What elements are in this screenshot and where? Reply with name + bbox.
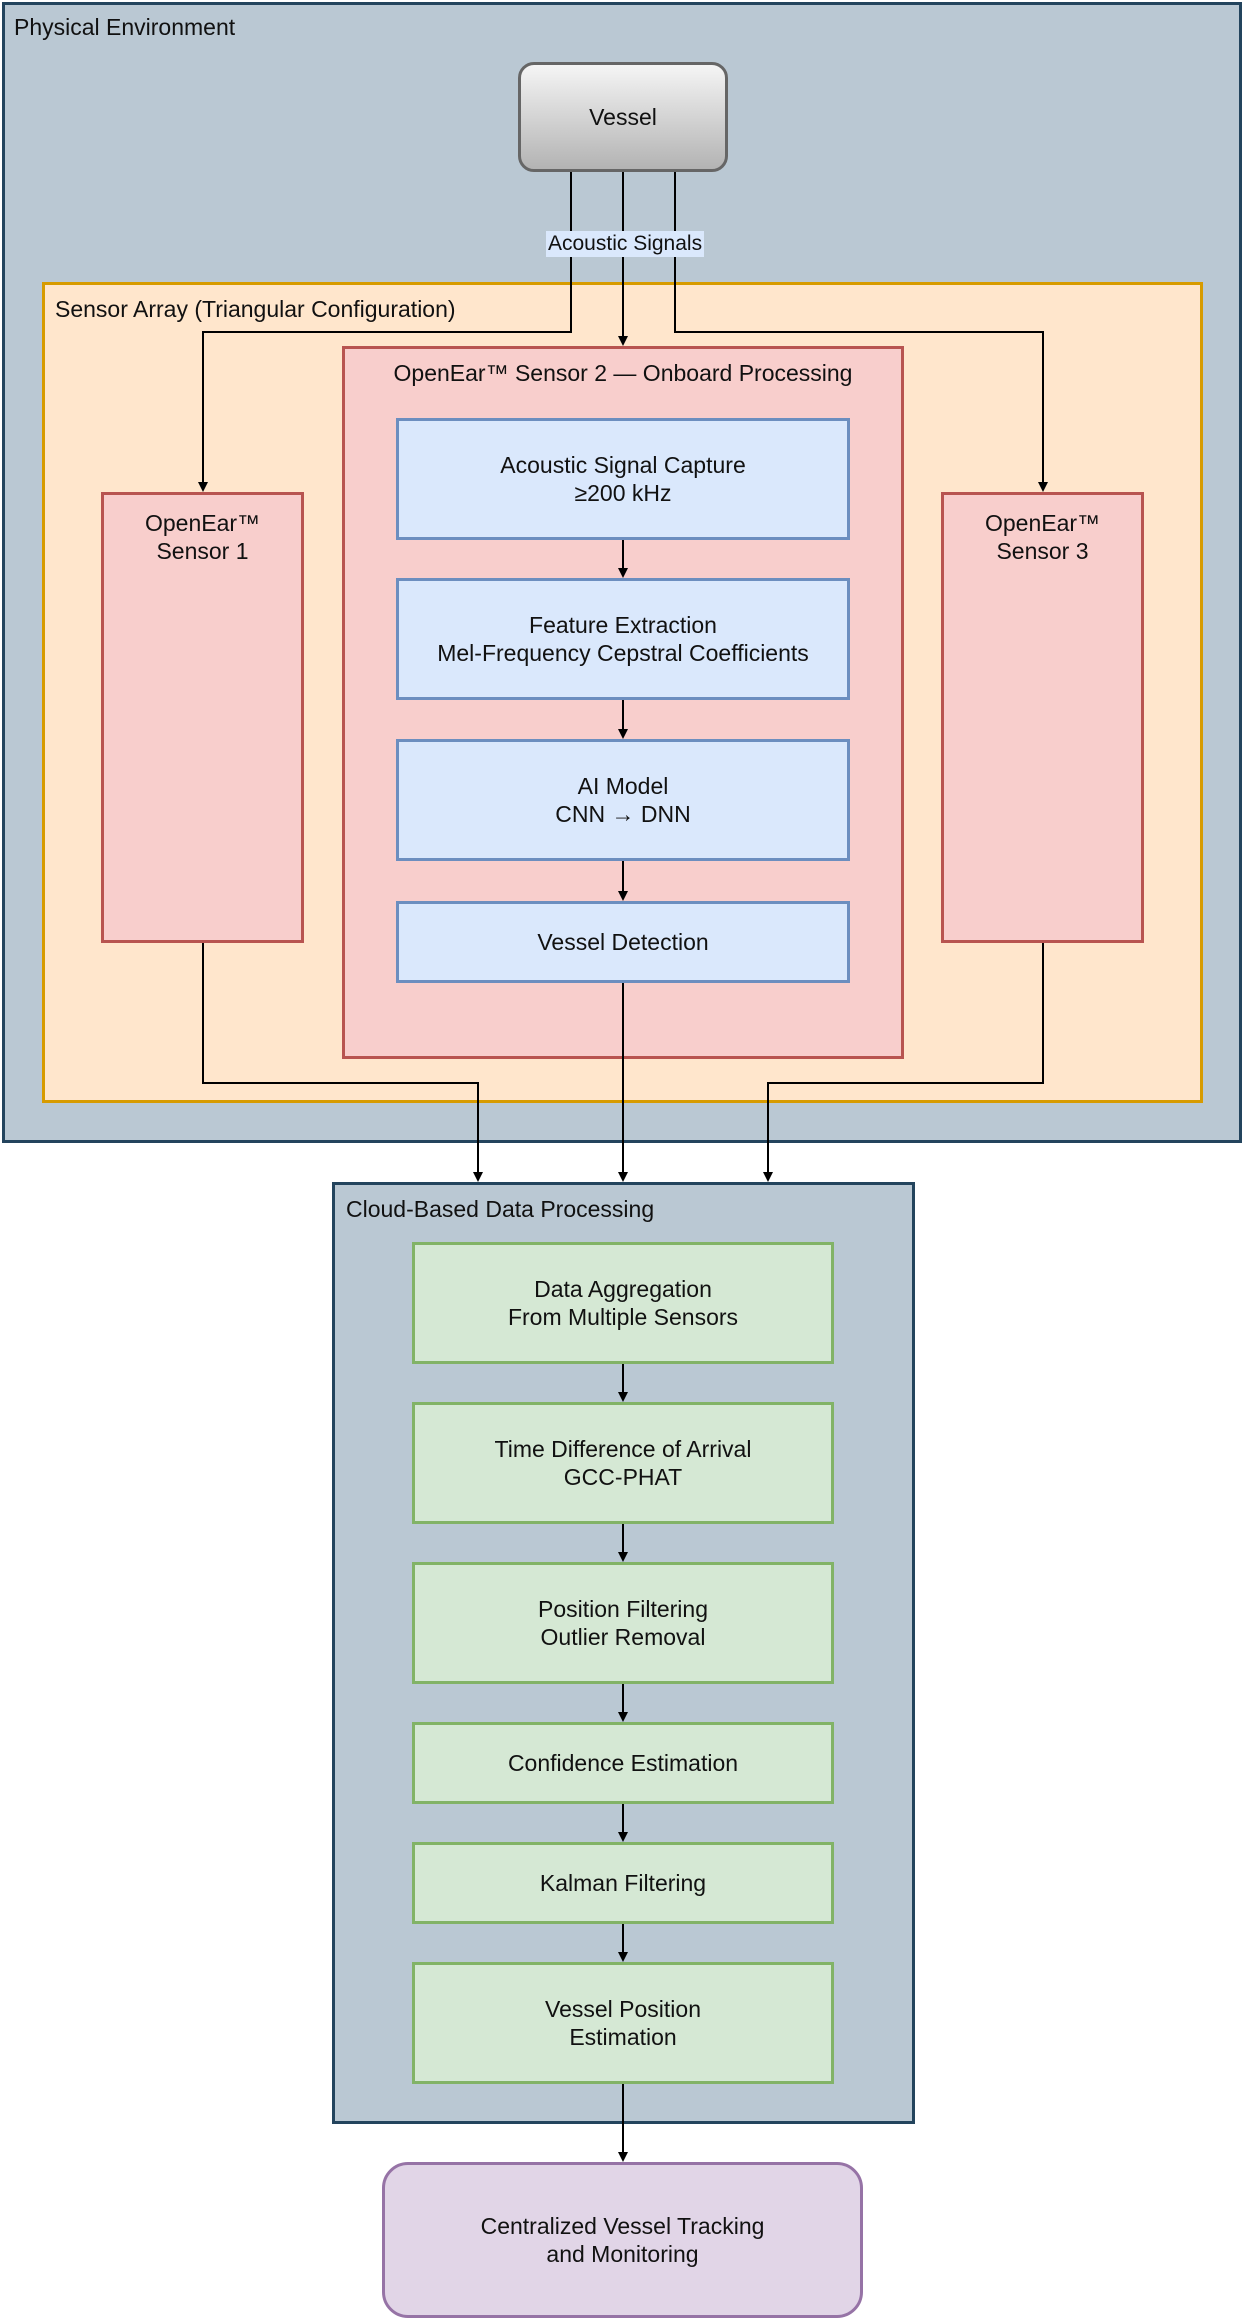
step-detail: GCC-PHAT xyxy=(563,1464,683,1490)
edge-vessel-sensor3 xyxy=(674,172,1048,492)
ai-model-box[interactable]: AI Model CNN → DNN xyxy=(396,739,850,861)
step-title: Feature Extraction xyxy=(529,612,717,638)
sensor-1-line2: Sensor 1 xyxy=(156,538,249,564)
position-filtering-box[interactable]: Position Filtering Outlier Removal xyxy=(412,1562,834,1684)
sensor-1-line1: OpenEar™ xyxy=(144,510,261,536)
step-title: Position Filtering xyxy=(537,1596,709,1622)
feature-extraction-box[interactable]: Feature Extraction Mel-Frequency Cepstra… xyxy=(396,578,850,700)
step-title: Vessel Position xyxy=(545,1996,701,2022)
edge-vessel-sensor1 xyxy=(198,172,572,492)
vessel-box[interactable]: Vessel xyxy=(518,62,728,172)
centralized-tracking-box[interactable]: Centralized Vessel Tracking and Monitori… xyxy=(382,2162,863,2318)
tdoa-box[interactable]: Time Difference of Arrival GCC-PHAT xyxy=(412,1402,834,1524)
step-detail: Estimation xyxy=(569,2024,677,2050)
step-detail: CNN → DNN xyxy=(555,801,691,827)
vessel-detection-box[interactable]: Vessel Detection xyxy=(396,901,850,983)
acoustic-signals-label: Acoustic Signals xyxy=(546,231,705,257)
step-title: Kalman Filtering xyxy=(539,1870,707,1896)
cloud-processing-title: Cloud-Based Data Processing xyxy=(346,1196,655,1222)
step-title: Data Aggregation xyxy=(534,1276,712,1302)
step-detail: From Multiple Sensors xyxy=(507,1304,739,1330)
physical-environment-title: Physical Environment xyxy=(14,14,236,40)
sensor-array-title: Sensor Array (Triangular Configuration) xyxy=(55,296,456,322)
edge-sensor1-cloud xyxy=(202,943,483,1182)
step-title: Time Difference of Arrival xyxy=(494,1436,752,1462)
output-line1: Centralized Vessel Tracking xyxy=(480,2213,765,2239)
sensor-3-box[interactable]: OpenEar™ Sensor 3 xyxy=(941,492,1144,943)
step-detail: ≥200 kHz xyxy=(574,480,672,506)
kalman-filtering-box[interactable]: Kalman Filtering xyxy=(412,1842,834,1924)
vessel-position-box[interactable]: Vessel Position Estimation xyxy=(412,1962,834,2084)
output-line2: and Monitoring xyxy=(546,2241,699,2267)
edge-sensor3-cloud xyxy=(763,943,1044,1182)
sensor-1-box[interactable]: OpenEar™ Sensor 1 xyxy=(101,492,304,943)
data-aggregation-box[interactable]: Data Aggregation From Multiple Sensors xyxy=(412,1242,834,1364)
sensor-3-line1: OpenEar™ xyxy=(984,510,1101,536)
confidence-estimation-box[interactable]: Confidence Estimation xyxy=(412,1722,834,1804)
sensor-2-title: OpenEar™ Sensor 2 — Onboard Processing xyxy=(393,360,853,386)
step-detail: Mel-Frequency Cepstral Coefficients xyxy=(437,640,809,666)
step-title: Acoustic Signal Capture xyxy=(500,452,746,478)
step-title: Vessel Detection xyxy=(537,929,709,955)
sensor-3-line2: Sensor 3 xyxy=(996,538,1089,564)
signal-capture-box[interactable]: Acoustic Signal Capture ≥200 kHz xyxy=(396,418,850,540)
step-title: AI Model xyxy=(577,773,669,799)
step-title: Confidence Estimation xyxy=(507,1750,739,1776)
step-detail: Outlier Removal xyxy=(540,1624,706,1650)
vessel-label: Vessel xyxy=(589,104,657,130)
